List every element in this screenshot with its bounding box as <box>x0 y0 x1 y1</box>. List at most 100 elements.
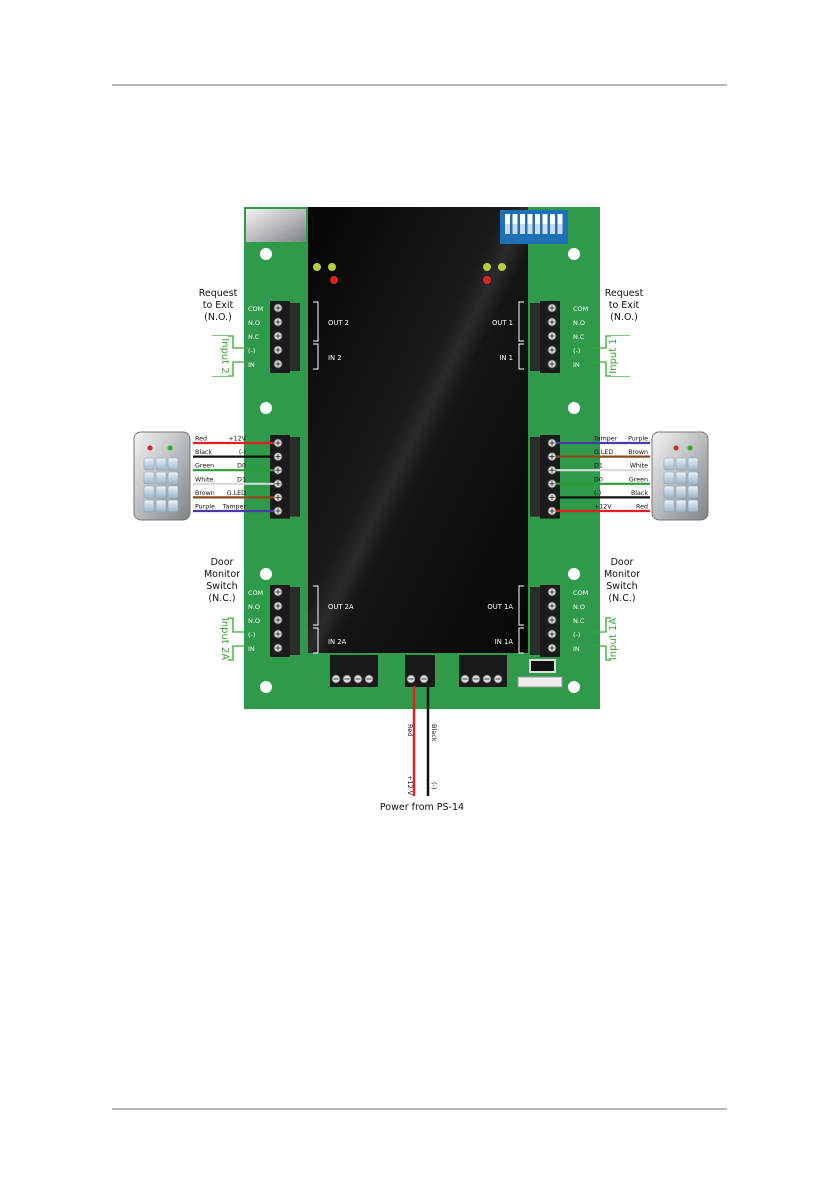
terminal-block-out2a-in2a: COM N.O N.O (-) IN OUT 2A IN 2A <box>248 585 354 657</box>
mounting-holes <box>260 248 580 693</box>
dms-left-label: Door Monitor Switch (N.C.) <box>204 557 240 604</box>
wire-color-label: Purple <box>628 436 648 443</box>
rte-left-label: Request to Exit (N.O.) <box>199 288 238 323</box>
terminal-pin-label: N.O <box>573 603 585 611</box>
terminal-pin-label: COM <box>573 589 588 597</box>
output-label: OUT 2A <box>328 603 354 611</box>
wire-signal-label: +12V <box>594 504 612 511</box>
keypad-reader-right <box>651 431 709 521</box>
terminal-pin-label: N.O <box>248 603 260 611</box>
wire-color-label: Brown <box>195 490 215 497</box>
rte-right-label: Request to Exit (N.O.) <box>605 288 644 323</box>
svg-text:Door: Door <box>211 557 234 568</box>
status-leds-left <box>313 263 338 284</box>
wire-signal-label: D0 <box>237 463 246 470</box>
input-label: IN 1A <box>495 638 514 646</box>
input-label: IN 1 <box>499 354 513 362</box>
terminal-pin-label: N.C <box>248 333 260 341</box>
terminal-pin-label: IN <box>248 361 255 369</box>
wire-signal-label: Tamper <box>593 436 618 443</box>
terminal-pin-label: N.C <box>573 617 585 625</box>
terminal-pin-label: IN <box>573 361 580 369</box>
svg-text:Monitor: Monitor <box>204 569 240 580</box>
terminal-pin-label: N.O <box>248 319 260 327</box>
top-rule <box>112 84 727 86</box>
svg-text:Switch: Switch <box>606 581 637 592</box>
wire-color-label: Brown <box>628 449 648 456</box>
output-label: OUT 2 <box>328 319 349 327</box>
dip-switch <box>500 210 568 244</box>
input-2-label: Input 2 <box>208 336 230 376</box>
terminal-block-out1a-in1a: COM N.O N.C (-) IN OUT 1A IN 1A <box>487 585 588 657</box>
input-1a-label: Input 1A <box>608 616 631 662</box>
terminal-pin-label: IN <box>573 645 580 653</box>
svg-text:Door: Door <box>611 557 634 568</box>
input-1-label: Input 1 <box>608 336 631 376</box>
dms-right-label: Door Monitor Switch (N.C.) <box>604 557 640 604</box>
wire-signal-label: +12V <box>228 436 246 443</box>
wire-signal-label: D1 <box>237 476 246 483</box>
terminal-pin-label: (-) <box>248 631 255 639</box>
wire-color-label: White <box>195 476 213 483</box>
svg-text:to Exit: to Exit <box>203 300 234 311</box>
wire-color-label: Purple <box>195 504 215 511</box>
output-label: OUT 1A <box>487 603 513 611</box>
power-wire-red-name: Red <box>406 724 414 736</box>
svg-text:(N.O.): (N.O.) <box>610 312 638 323</box>
svg-text:to Exit: to Exit <box>609 300 640 311</box>
wire-color-label: Red <box>195 436 207 443</box>
power-wire-black-signal: (-) <box>430 782 438 789</box>
power-source-label: Power from PS-14 <box>380 802 464 813</box>
bottom-connectors <box>330 655 563 688</box>
wire-color-label: Green <box>195 463 214 470</box>
terminal-pin-label: IN <box>248 645 255 653</box>
terminal-pin-label: (-) <box>248 347 255 355</box>
svg-text:Input 1A: Input 1A <box>608 618 619 660</box>
terminal-pin-label: COM <box>248 589 263 597</box>
wire-color-label: Black <box>631 490 648 497</box>
wire-signal-label: D1 <box>594 463 603 470</box>
svg-text:Switch: Switch <box>206 581 237 592</box>
bottom-rule <box>112 1108 727 1110</box>
wire-color-label: Black <box>195 449 212 456</box>
power-wire-red-signal: +12 V <box>406 775 414 796</box>
svg-text:(N.O.): (N.O.) <box>204 312 232 323</box>
svg-text:Monitor: Monitor <box>604 569 640 580</box>
svg-text:(N.C.): (N.C.) <box>608 593 635 604</box>
terminal-pin-label: N.C <box>573 333 585 341</box>
terminal-pin-label: COM <box>573 305 588 313</box>
wire-signal-label: D0 <box>594 476 603 483</box>
terminal-block-out2-in2: COM N.O N.C (-) IN OUT 2 IN 2 <box>248 301 349 373</box>
wire-color-label: Red <box>636 504 648 511</box>
terminal-pin-label: (-) <box>573 347 580 355</box>
metal-bracket <box>246 209 306 242</box>
terminal-pin-label: COM <box>248 305 263 313</box>
wire-signal-label: (-) <box>594 490 601 497</box>
terminal-pin-label: (-) <box>573 631 580 639</box>
power-wire-black-name: Black <box>430 724 438 742</box>
svg-text:Request: Request <box>605 288 644 299</box>
output-label: OUT 1 <box>492 319 513 327</box>
svg-text:Input 2: Input 2 <box>219 338 230 373</box>
wire-signal-label: (-) <box>239 449 246 456</box>
input-label: IN 2 <box>328 354 342 362</box>
wire-signal-label: G.LED <box>594 449 613 456</box>
wire-color-label: Green <box>629 476 648 483</box>
terminal-block-out1-in1: COM N.O N.C (-) IN OUT 1 IN 1 <box>492 301 588 373</box>
power-wires: Red Black +12 V (-) Power from PS-14 <box>380 686 464 813</box>
black-cover <box>308 207 528 653</box>
input-2a-label: Input 2A <box>208 616 230 662</box>
wire-signal-label: G.LED <box>227 490 246 497</box>
wire-signal-label: Tamper <box>222 504 247 511</box>
terminal-pin-label: N.O <box>248 617 260 625</box>
svg-text:Input 1: Input 1 <box>608 338 619 373</box>
keypad-reader-left <box>133 431 191 521</box>
input-label: IN 2A <box>328 638 347 646</box>
terminal-pin-label: N.O <box>573 319 585 327</box>
svg-text:(N.C.): (N.C.) <box>208 593 235 604</box>
svg-text:Input 2A: Input 2A <box>219 618 230 660</box>
status-leds-right <box>483 263 506 284</box>
